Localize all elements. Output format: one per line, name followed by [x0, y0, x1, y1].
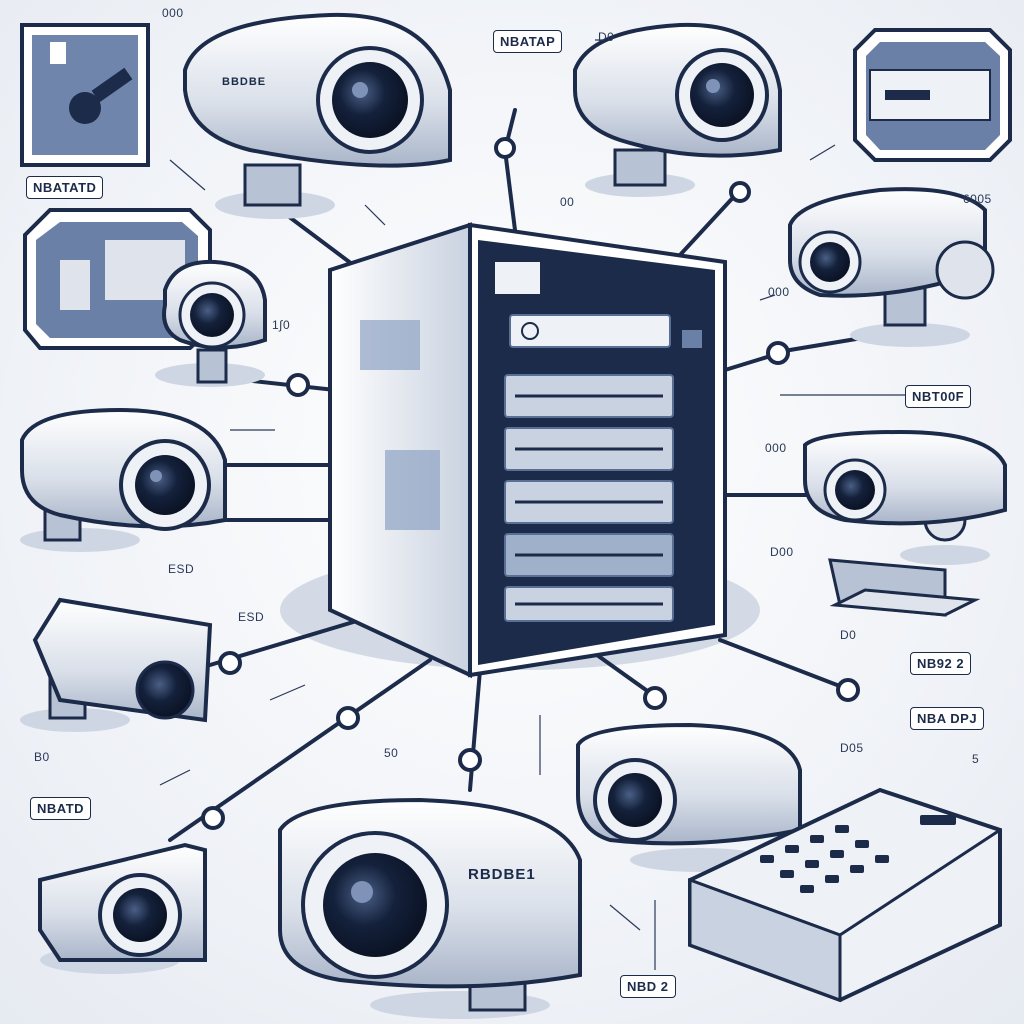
label-top-small-c: 00 — [560, 195, 575, 209]
node — [286, 373, 310, 397]
nvr-server — [328, 222, 727, 679]
label-left-small-c: B0 — [34, 750, 50, 764]
label-top-camera-brand: BBDBE — [222, 76, 267, 88]
node — [218, 651, 242, 675]
label-right-nvr-2: NB92 2 — [910, 652, 972, 675]
label-right-lower-a: D00 — [770, 545, 794, 559]
node — [643, 686, 667, 710]
label-mid-left-a: 1∫0 — [272, 318, 291, 332]
monitor-panel-top-right — [853, 28, 1012, 162]
camera-right-middle — [803, 429, 1007, 565]
link-right-2 — [723, 333, 882, 372]
link-right-4 — [718, 638, 852, 692]
node — [201, 806, 225, 830]
label-right-nvr-3: NBA DPJ — [910, 707, 985, 730]
link-top-center — [502, 108, 517, 232]
label-top-small-a: 000 — [162, 6, 184, 20]
label-top-right-code: 6005 — [963, 192, 992, 206]
label-top-small-b: D0 — [598, 30, 615, 44]
camera-left-middle — [20, 407, 227, 552]
label-mid-right-a: 000 — [768, 285, 790, 299]
callout-lines — [159, 39, 905, 970]
label-camera-brand: RBDBE1 — [468, 866, 536, 883]
label-nvr-top: NBATAP — [493, 30, 563, 53]
link-bottom-center — [468, 668, 482, 792]
camera-right-upper — [788, 187, 995, 347]
label-left-nvr: NBATATD — [26, 176, 104, 199]
camera-bottom-center — [278, 797, 582, 1019]
label-right-nvr-1: NBT00F — [905, 385, 972, 408]
node — [766, 341, 790, 365]
camera-bottom-left — [38, 842, 207, 974]
label-center-small: 50 — [384, 746, 399, 760]
label-bottom-left-nvr: NBATD — [30, 797, 92, 820]
link-top-left-camera — [278, 208, 362, 272]
node — [336, 706, 360, 730]
node — [836, 678, 860, 702]
label-right-small-d: 5 — [972, 752, 980, 766]
camera-top-center — [573, 22, 782, 197]
device-right-small — [828, 558, 981, 617]
camera-left-small — [155, 259, 267, 387]
node — [729, 181, 751, 203]
label-left-lower-a: ESD — [168, 562, 195, 576]
label-right-small-c: D05 — [840, 741, 864, 755]
camera-left-lower — [20, 597, 213, 732]
node — [458, 748, 482, 772]
monitor-panel-top-left — [20, 23, 150, 167]
label-right-lower-b: D0 — [840, 628, 857, 642]
connection-nodes — [201, 137, 860, 830]
keypad-device — [688, 787, 1002, 1003]
camera-top-left — [183, 12, 452, 219]
label-right-small-b: 000 — [765, 441, 787, 455]
label-bottom-nvr: NBD 2 — [620, 975, 676, 998]
link-top-right — [678, 188, 742, 257]
node — [494, 137, 516, 159]
label-left-lower-b: ESD — [238, 610, 265, 624]
